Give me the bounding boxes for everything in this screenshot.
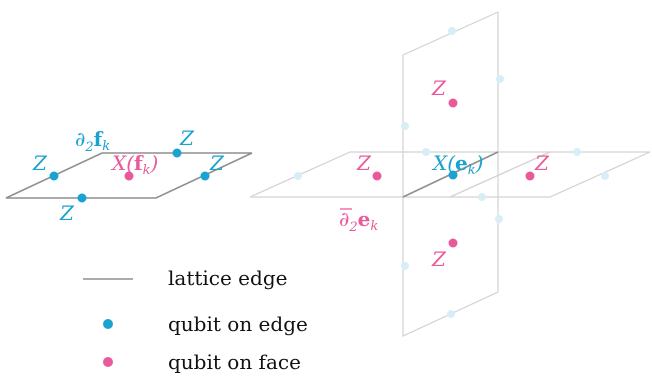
face-qubit-bottom [448, 238, 458, 248]
faint-qubit [447, 310, 455, 318]
edge-qubit-right [200, 171, 210, 181]
faint-qubit [601, 172, 609, 180]
faint-qubit [478, 193, 486, 201]
left-plaquette [5, 152, 253, 199]
legend-face-qubit-label: qubit on face [168, 350, 301, 374]
edge-qubit-bottom [77, 193, 87, 203]
face-op-right-label: Z [534, 151, 550, 175]
face-qubit-left [372, 171, 382, 181]
faint-qubit [401, 262, 409, 270]
face-op-label: X(fk) [110, 151, 158, 178]
face-op-top-label: Z [431, 76, 447, 100]
faint-qubit [495, 215, 503, 223]
faint-edge-qubits [294, 27, 609, 318]
legend-face-qubit-swatch [103, 357, 113, 367]
vertical-plaquette [402, 11, 499, 337]
coboundary-label: ∂2ek [339, 207, 378, 235]
edge-op-right-label: Z [209, 151, 225, 175]
horizontal-plaquettes [249, 151, 651, 198]
face-op-left-label: Z [356, 151, 372, 175]
legend-edge-qubit-swatch [103, 319, 113, 329]
legend-edge-qubit-label: qubit on edge [168, 312, 308, 336]
face-qubit-right [525, 171, 535, 181]
edge-qubit-top [172, 148, 182, 158]
faint-qubit [294, 172, 302, 180]
edge-qubit-left [49, 171, 59, 181]
faint-qubit [401, 122, 409, 130]
faint-qubit [573, 148, 581, 156]
legend: lattice edge qubit on edge qubit on face [83, 266, 308, 374]
boundary-label: ∂2fk [75, 127, 110, 155]
face-op-bottom-label: Z [431, 247, 447, 271]
edge-op-bottom-label: Z [59, 201, 75, 225]
faint-qubit [422, 148, 430, 156]
edge-op-label: X(ek) [431, 151, 483, 178]
edge-op-top-label: Z [179, 126, 195, 150]
edge-qubit-center [448, 170, 458, 180]
faint-qubit [448, 27, 456, 35]
face-qubit-top [448, 98, 458, 108]
legend-edge-label: lattice edge [168, 266, 287, 290]
svg-text:∂2ek: ∂2ek [339, 207, 378, 235]
edge-op-left-label: Z [32, 151, 48, 175]
face-qubit-center [124, 171, 134, 181]
faint-qubit [496, 75, 504, 83]
